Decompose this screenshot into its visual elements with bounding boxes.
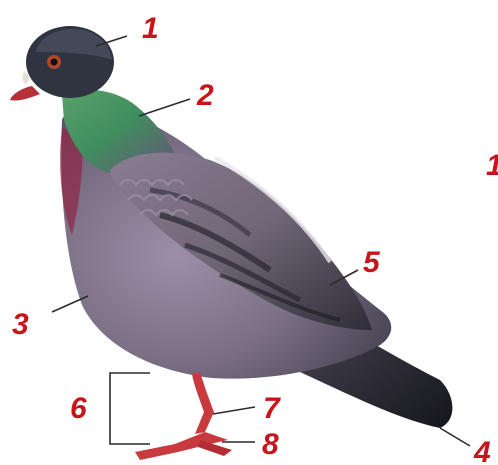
- label-5: 5: [363, 246, 381, 279]
- label-2: 2: [196, 79, 214, 112]
- bracket-6: [110, 373, 150, 444]
- label-1: 1: [142, 12, 159, 45]
- leader-line-4: [440, 428, 470, 446]
- pigeon-leg: [192, 372, 214, 434]
- pigeon-pupil: [51, 59, 58, 66]
- pigeon-cere: [23, 72, 29, 84]
- label-edge-1: 1: [486, 149, 498, 182]
- pigeon-beak: [10, 86, 40, 101]
- leader-line-2: [139, 99, 190, 116]
- label-3: 3: [12, 308, 29, 341]
- label-6: 6: [70, 392, 87, 425]
- label-4: 4: [473, 436, 491, 465]
- label-7: 7: [263, 392, 281, 425]
- label-8: 8: [262, 428, 279, 461]
- leader-line-7: [213, 407, 255, 414]
